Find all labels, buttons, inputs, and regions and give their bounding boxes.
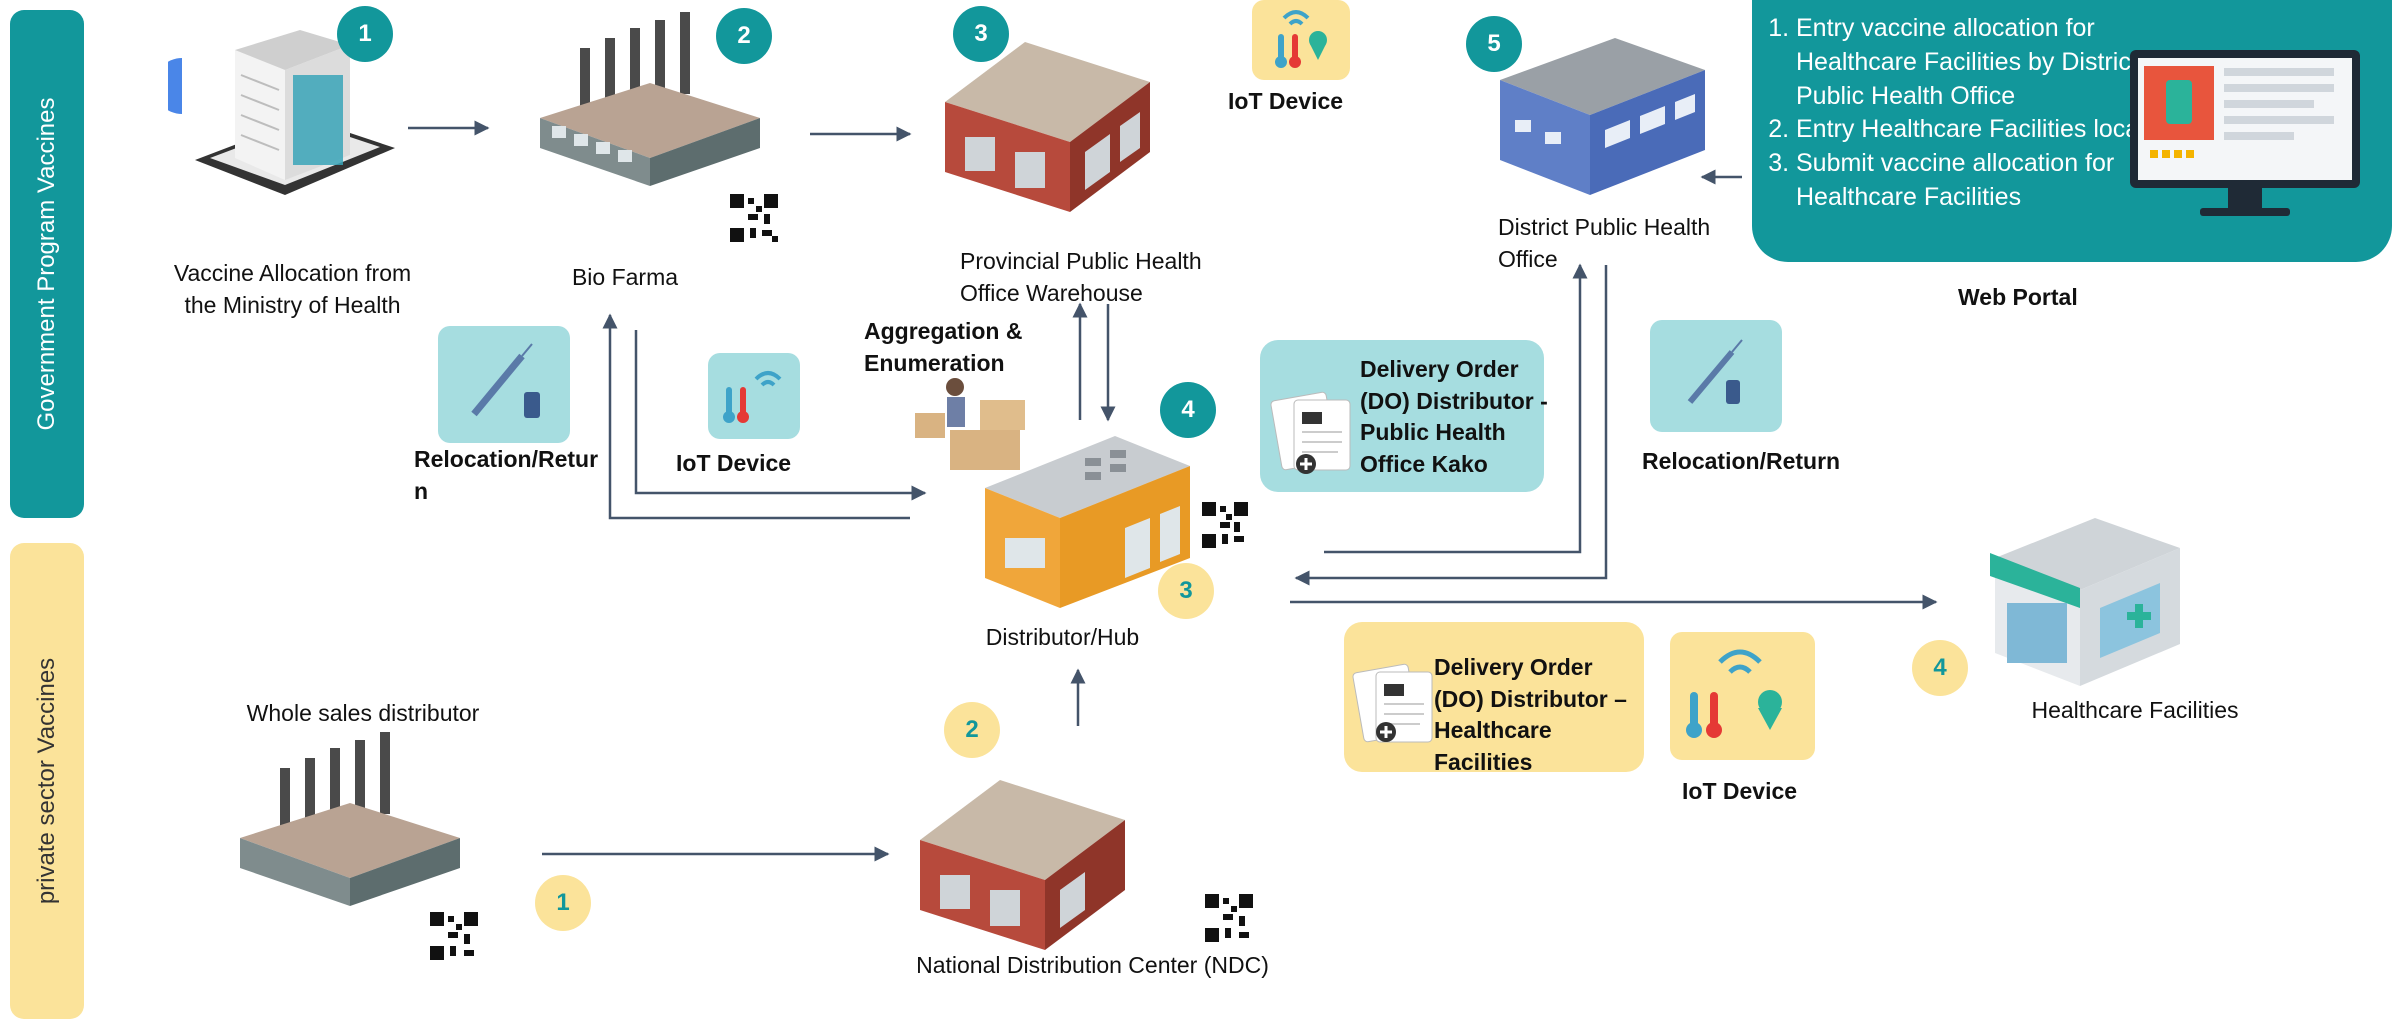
document-icon: [1352, 663, 1433, 743]
arrow-distributor-to-district: [1324, 263, 1588, 554]
wholesale-label: Whole sales distributor: [246, 700, 480, 726]
iot-sensor-icon: [1275, 10, 1327, 68]
step-badge-priv-1: 1: [535, 875, 591, 931]
distributor-label: Distributor/Hub: [985, 624, 1140, 650]
aggregation-worker-icon: [915, 378, 1025, 470]
private-section-band: private sector Vaccines: [10, 543, 84, 1019]
do-healthcare-card: Delivery Order (DO) Distributor – Health…: [1344, 622, 1644, 775]
distributor-qr-code-icon: [1200, 500, 1250, 550]
iot-tile-mid: [708, 353, 800, 439]
provincial-warehouse-icon: [945, 42, 1150, 212]
biofarma-factory-icon: [540, 12, 760, 186]
step-badge-gov-1: 1: [337, 6, 393, 62]
ministry-building-icon: [195, 30, 395, 195]
syringe-vaccine-icon: [471, 343, 540, 418]
ndc-warehouse-icon: [920, 780, 1125, 950]
iot-label-bottom: IoT Device: [1682, 778, 1798, 804]
do-public-health-text: Delivery Order (DO) Distributor - Public…: [1360, 356, 1548, 478]
relocation-tile-left: [438, 326, 570, 443]
web-portal-label: Web Portal: [1958, 284, 2078, 310]
ndc-qr-code-icon: [1203, 892, 1255, 944]
arrow-district-return-to-distributor: [1294, 265, 1608, 586]
wholesale-qr-code-icon: [428, 910, 480, 962]
step-badge-priv-4: 4: [1912, 640, 1968, 696]
do-public-health-card: Delivery Order (DO) Distributor - Public…: [1260, 340, 1548, 492]
ndc-label: National Distribution Center (NDC): [916, 952, 1269, 978]
syringe-vaccine-icon: [1687, 339, 1743, 404]
step-badge-priv-3: 3: [1158, 563, 1214, 619]
ministry-label: Vaccine Allocation from the Ministry of …: [173, 260, 412, 318]
step-badge-gov-3: 3: [953, 6, 1009, 62]
step-badge-gov-5: 5: [1466, 16, 1522, 72]
portal-step: Submit vaccine allocation for Healthcare…: [1796, 147, 2186, 215]
district-office-icon: [1500, 38, 1705, 195]
portal-step: Entry vaccine allocation for Healthcare …: [1796, 12, 2186, 113]
iot-sensor-icon: [1686, 649, 1782, 738]
provincial-label: Provincial Public Health Office Warehous…: [960, 248, 1202, 306]
iot-label-mid: IoT Device: [676, 450, 792, 476]
biofarma-label: Bio Farma: [571, 264, 679, 290]
document-icon: [1270, 391, 1351, 474]
portal-step: Entry Healthcare Facilities location: [1796, 113, 2186, 147]
relocation-label-right: Relocation/Return: [1642, 448, 1841, 474]
pharmacy-building-icon: [1990, 518, 2180, 686]
distributor-hub-icon: [985, 436, 1190, 608]
aggregation-label: Aggregation & Enumeration: [864, 318, 1023, 376]
district-label: District Public Health Office: [1498, 214, 1711, 272]
wholesale-factory-icon: [240, 732, 460, 906]
biofarma-qr-code-icon: [728, 192, 780, 244]
iot-label-top: IoT Device: [1228, 88, 1344, 114]
portal-steps-list: Entry vaccine allocation for Healthcare …: [1762, 12, 2186, 215]
relocation-label-left: Relocation/Return: [414, 446, 599, 504]
iot-tile-bottom: [1670, 632, 1815, 760]
arrow-biofarma-to-distributor: [634, 330, 927, 501]
iot-sensor-icon: [723, 371, 782, 423]
step-badge-gov-4: 4: [1160, 382, 1216, 438]
web-portal-panel: Entry vaccine allocation for Healthcare …: [1752, 0, 2392, 262]
relocation-tile-right: [1650, 320, 1782, 432]
do-healthcare-text: Delivery Order (DO) Distributor – Health…: [1434, 654, 1627, 776]
step-badge-priv-2: 2: [944, 702, 1000, 758]
step-badge-gov-2: 2: [716, 8, 772, 64]
partial-circle-decoration: [168, 58, 182, 114]
arrow-distributor-return-to-biofarma: [602, 313, 910, 520]
iot-tile-top: [1252, 0, 1350, 80]
healthcare-label: Healthcare Facilities: [2031, 697, 2239, 723]
monitor-icon: [2130, 50, 2360, 216]
government-section-band: Government Program Vaccines: [10, 10, 84, 518]
